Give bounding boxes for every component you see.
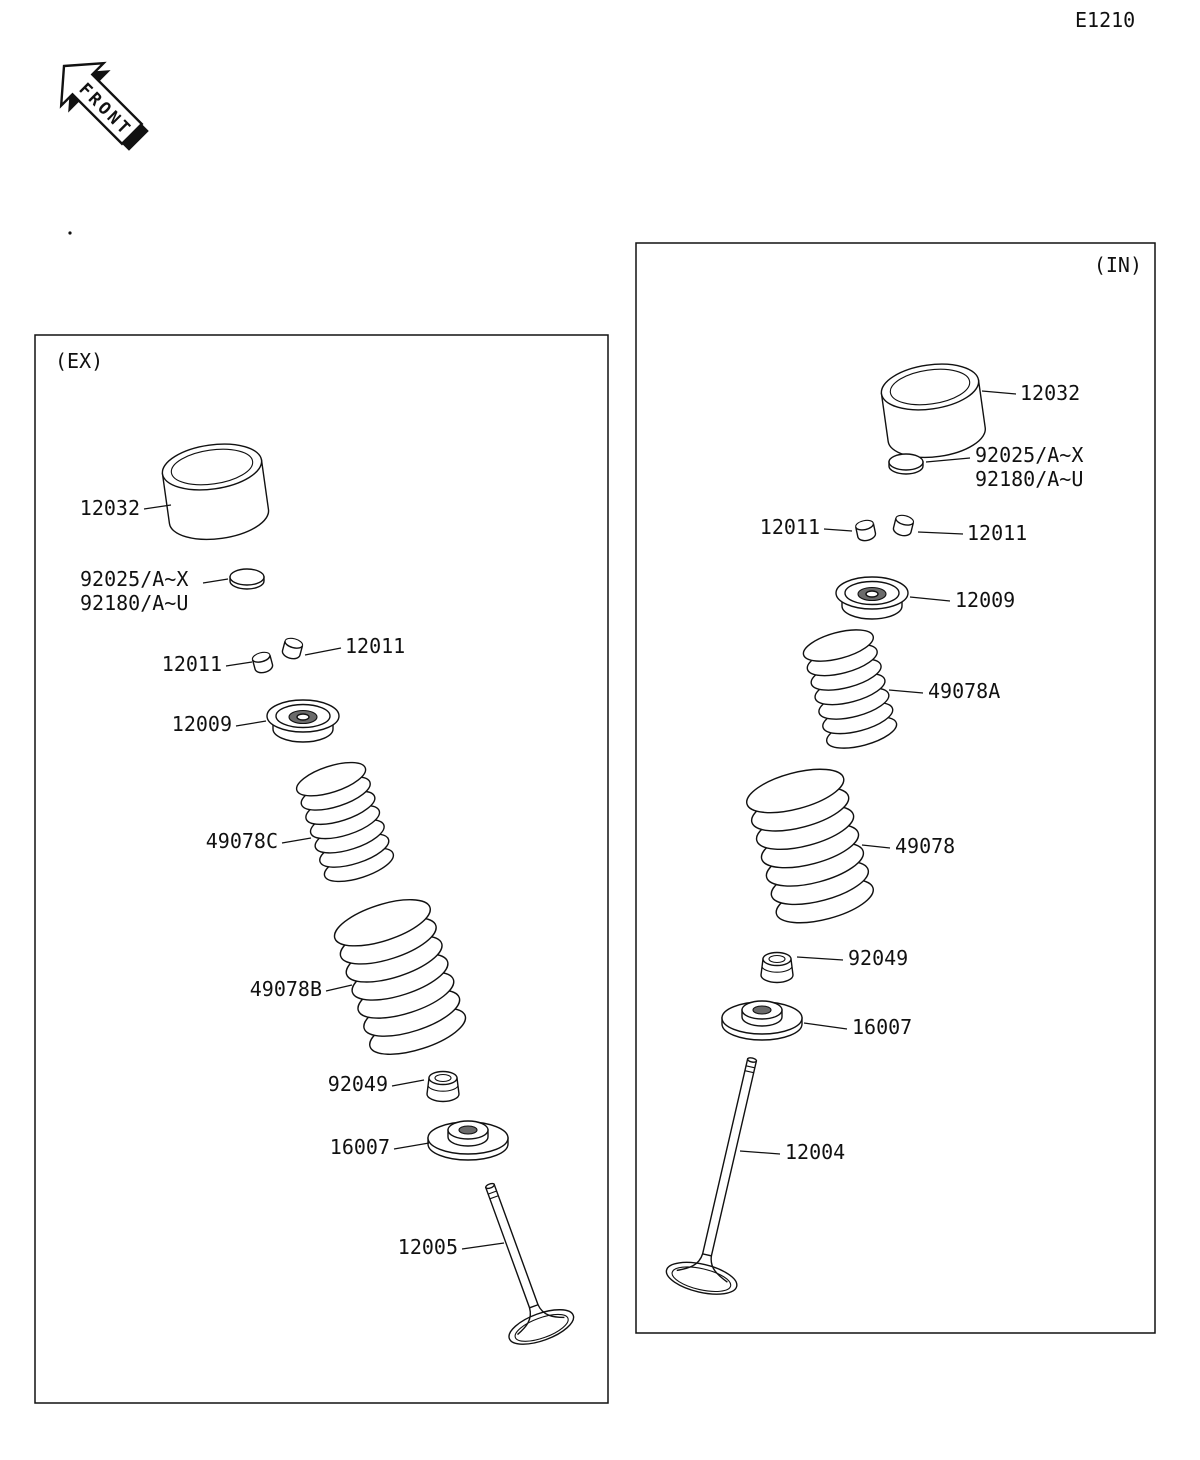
in-seat-leader (803, 1022, 848, 1030)
ex-keeper-left-label: 12011 (162, 652, 222, 676)
in-inner-spring-leader (888, 689, 924, 694)
ex-lifter-label: 12032 (80, 496, 140, 520)
in-valve-leader (739, 1150, 781, 1155)
in-lifter-label: 12032 (1020, 381, 1080, 405)
ex-keeper-right-label: 12011 (345, 634, 405, 658)
ex-seal-drawing (426, 1070, 460, 1103)
ex-retainer-leader (235, 720, 267, 727)
in-valve-label: 12004 (785, 1140, 845, 1164)
in-retainer-leader (909, 596, 951, 602)
in-keeper-right-drawing (892, 514, 915, 537)
in-outer-spring-drawing (746, 768, 874, 924)
in-valve-lifter-drawing (880, 363, 986, 459)
ex-seal-label: 92049 (328, 1072, 388, 1096)
in-shim-leader (925, 457, 971, 463)
in-valve-drawing (665, 1057, 758, 1295)
in-inner-spring-label: 49078A (928, 679, 1000, 703)
ex-inner-spring-drawing (295, 761, 395, 883)
in-seat-label: 16007 (852, 1015, 912, 1039)
in-seal-label: 92049 (848, 946, 908, 970)
ex-shim-label-1: 92025/A~X (80, 567, 188, 591)
in-keeper-right-label: 12011 (967, 521, 1027, 545)
ex-retainer-drawing (266, 699, 340, 743)
in-shim-label-1: 92025/A~X (975, 443, 1083, 467)
in-outer-spring-label: 49078 (895, 834, 955, 858)
in-seal-drawing (760, 951, 794, 984)
dot-artifact (68, 231, 72, 235)
in-shim-label-2: 92180/A~U (975, 467, 1083, 491)
ex-title: (EX) (55, 349, 103, 373)
ex-section: (EX) 12032 92025/A~X 92180/A~U 12011 12 (34, 334, 609, 1404)
ex-valve-drawing (484, 1182, 575, 1345)
ex-retainer-label: 12009 (172, 712, 232, 736)
ex-valve-lifter-drawing (161, 443, 270, 541)
ex-seal-leader (391, 1079, 425, 1087)
in-keeper-right-leader (917, 531, 964, 535)
ex-shim-label-2: 92180/A~U (80, 591, 188, 615)
ex-keeper-right-drawing (281, 637, 304, 660)
in-retainer-drawing (835, 576, 909, 620)
ex-outer-spring-label: 49078B (250, 977, 322, 1001)
ex-keeper-right-leader (304, 647, 342, 656)
front-arrow: FRONT (59, 61, 149, 151)
in-retainer-label: 12009 (955, 588, 1015, 612)
ex-box-border (34, 334, 609, 1404)
ex-valve-leader (461, 1242, 505, 1250)
in-shim-drawing (888, 453, 924, 475)
in-inner-spring-drawing (802, 629, 898, 749)
in-title: (IN) (1094, 253, 1142, 277)
in-lifter-leader (981, 390, 1017, 395)
page-code: E1210 (1075, 8, 1135, 32)
ex-seat-label: 16007 (330, 1135, 390, 1159)
ex-outer-spring-drawing (333, 899, 467, 1055)
ex-outer-spring-leader (325, 984, 353, 992)
in-outer-spring-leader (861, 844, 891, 849)
in-seal-leader (796, 956, 844, 961)
ex-keeper-left-leader (225, 661, 253, 667)
ex-seat-drawing (427, 1120, 509, 1161)
in-box-border (635, 242, 1156, 1334)
ex-valve-label: 12005 (398, 1235, 458, 1259)
ex-inner-spring-label: 49078C (206, 829, 278, 853)
ex-seat-leader (393, 1142, 430, 1150)
ex-inner-spring-leader (281, 837, 312, 844)
ex-keeper-left-drawing (251, 651, 274, 674)
ex-shim-leader (202, 578, 229, 584)
ex-shim-drawing (229, 568, 265, 590)
in-seat-drawing (721, 1000, 803, 1041)
ex-lifter-leader (143, 504, 172, 510)
in-keeper-left-drawing (855, 519, 877, 542)
in-keeper-left-leader (823, 528, 853, 532)
in-keeper-left-label: 12011 (760, 515, 820, 539)
in-section: (IN) 12032 92025/A~X 92180/A~U 12011 12 (635, 242, 1156, 1334)
